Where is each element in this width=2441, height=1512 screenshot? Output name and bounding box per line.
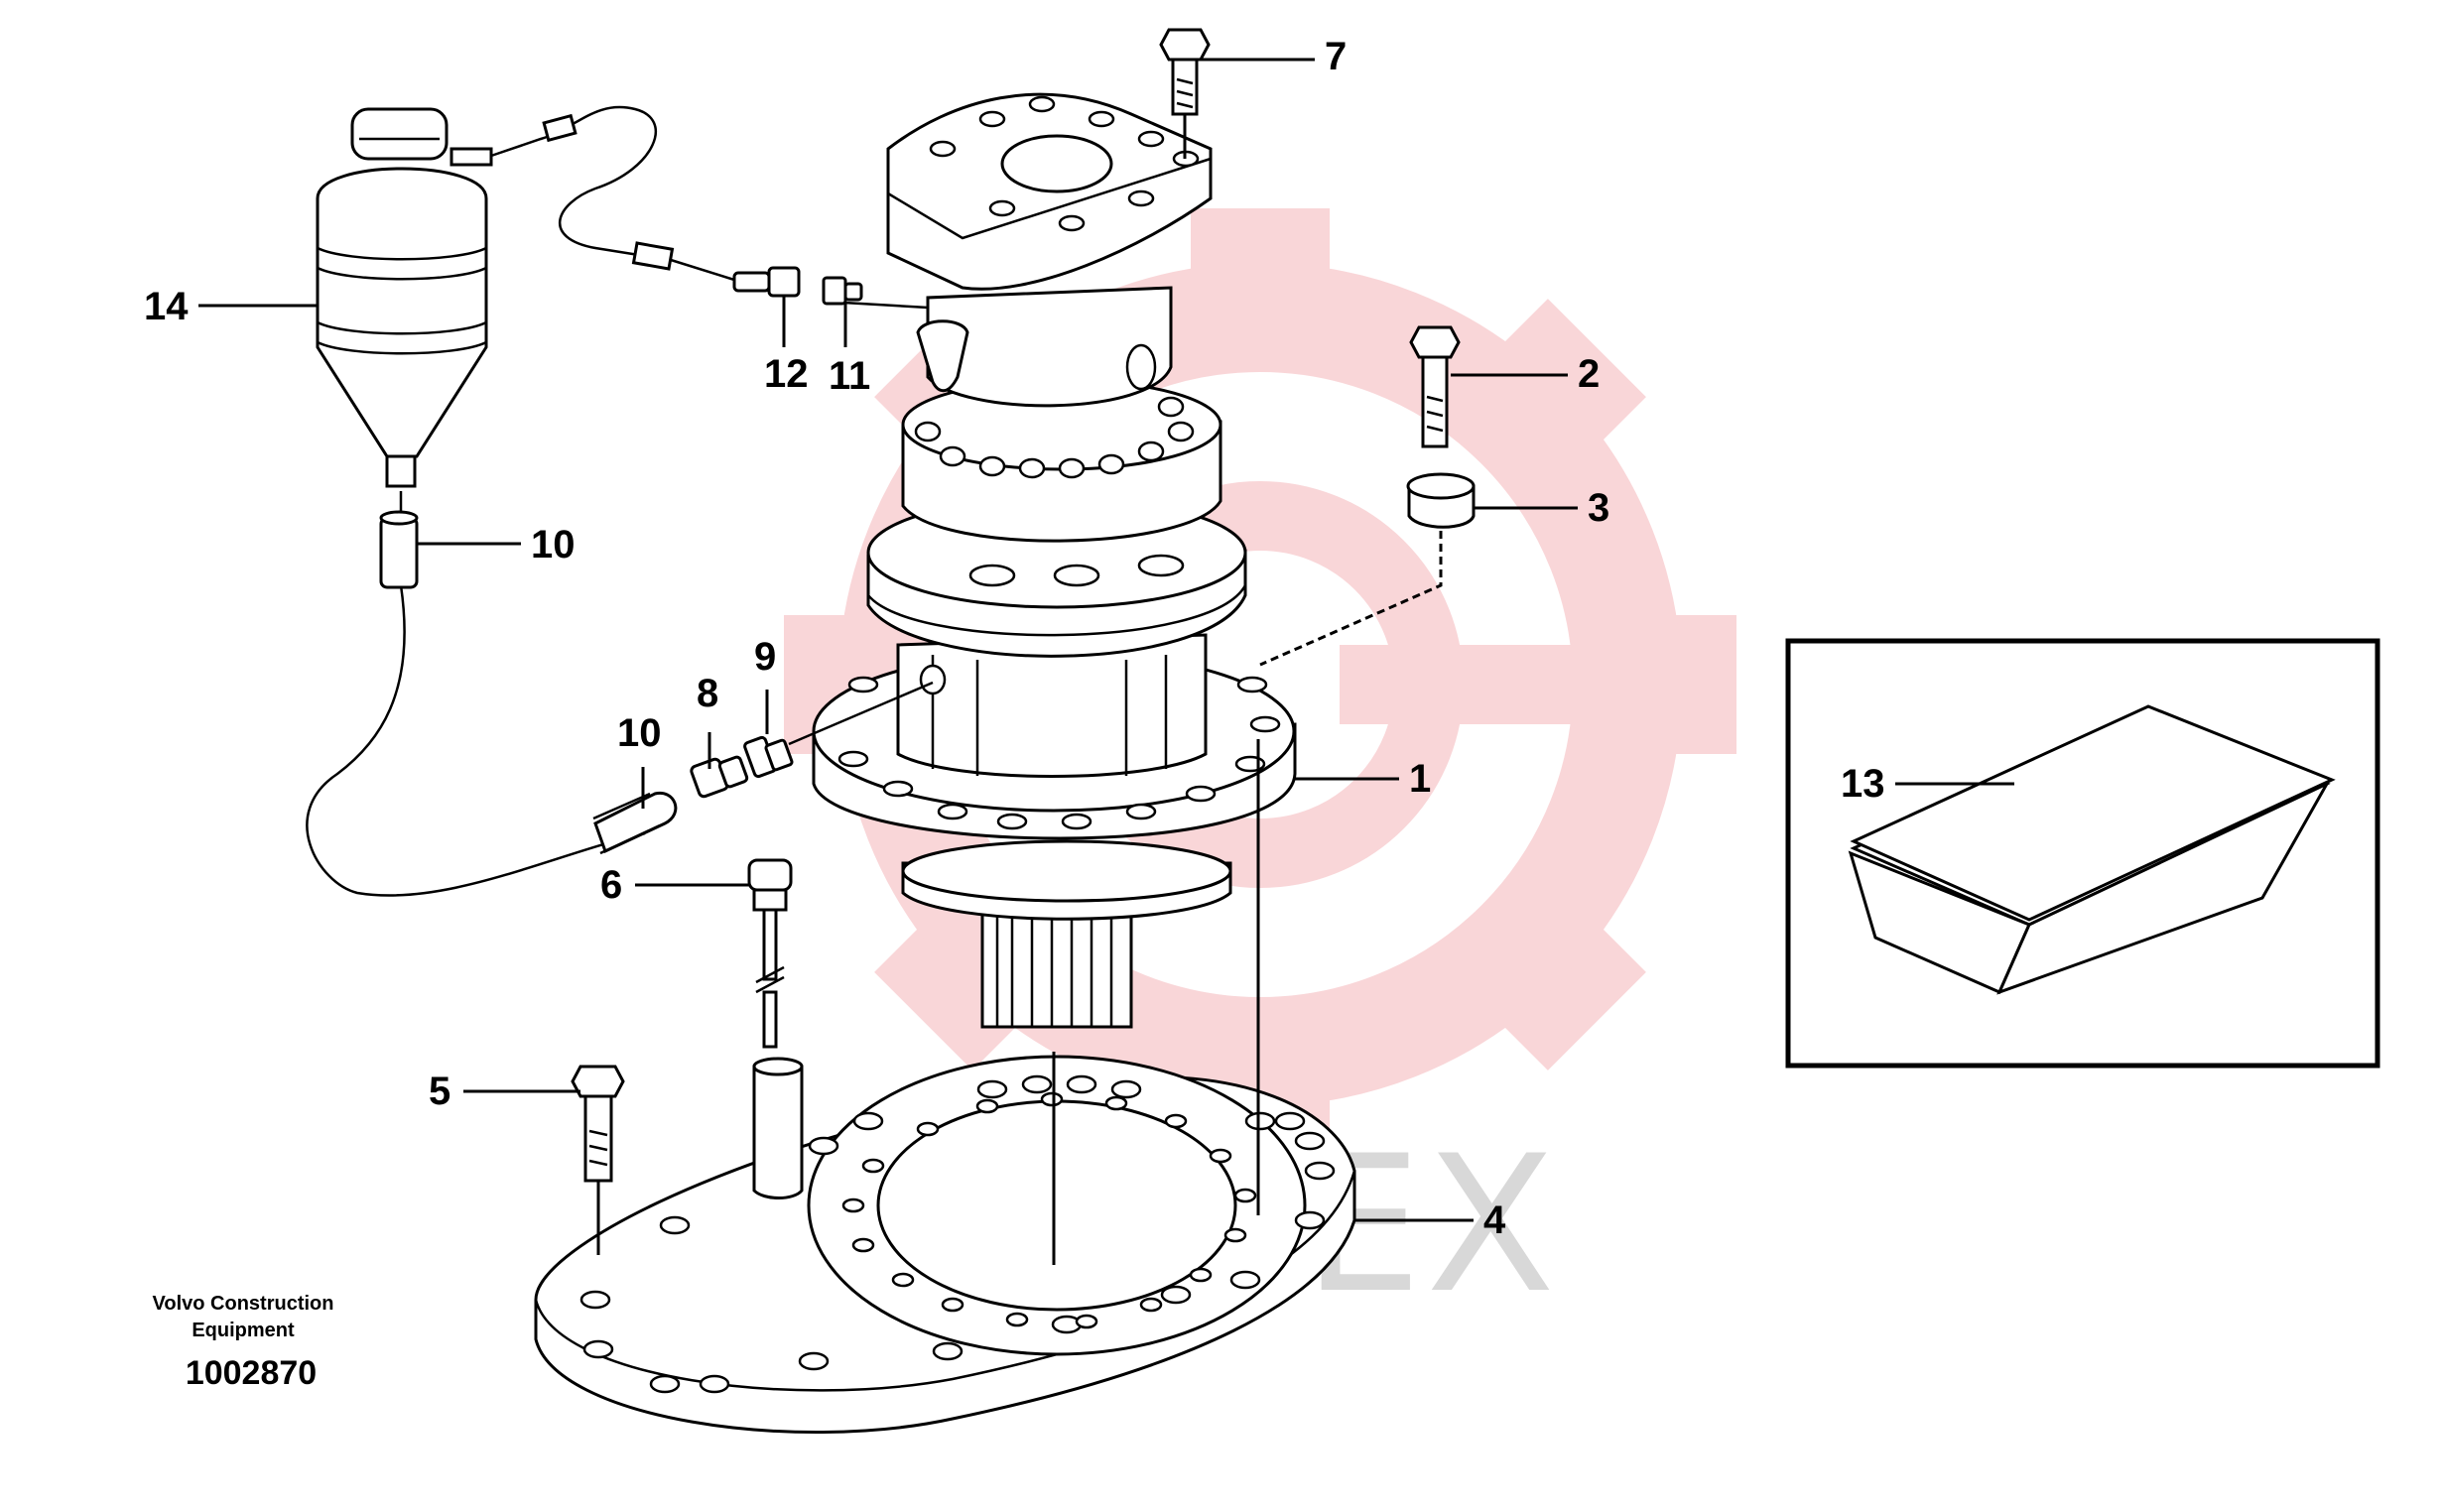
plate-bolt-holes <box>579 1074 1336 1394</box>
housing-lugs <box>968 554 1185 587</box>
hose-sleeve-10b <box>592 791 678 855</box>
ring-bolt-holes <box>841 1091 1257 1329</box>
drawing-caption: Volvo Construction Equipment 1002870 <box>153 1293 334 1392</box>
washer-3 <box>1259 472 1476 667</box>
callout-14: 14 <box>144 285 189 328</box>
bolt-7 <box>1159 28 1211 159</box>
inset-frame <box>1785 638 2380 1069</box>
callout-10-upper: 10 <box>531 523 576 567</box>
fitting-11 <box>822 276 863 347</box>
callout-5: 5 <box>429 1070 450 1113</box>
dipstick-6 <box>747 858 793 1049</box>
callout-12: 12 <box>764 352 809 396</box>
cap-screws <box>914 396 1195 479</box>
cover-plate-13 <box>1848 704 2336 995</box>
callout-1: 1 <box>1409 757 1431 801</box>
hose-lines <box>306 105 929 897</box>
fitting-9 <box>743 681 934 779</box>
reservoir-bottle-14 <box>316 107 493 488</box>
callout-10-lower: 10 <box>617 711 662 755</box>
dipstick-tube <box>752 1057 804 1199</box>
fitting-8 <box>690 755 749 799</box>
callout-9: 9 <box>754 635 776 679</box>
mounting-plate-4 <box>534 1055 1356 1435</box>
callout-3: 3 <box>1588 486 1609 530</box>
bolt-2 <box>1409 325 1461 448</box>
hose-sleeve-10a <box>379 510 419 589</box>
callout-11: 11 <box>829 354 870 398</box>
callout-2: 2 <box>1578 352 1600 396</box>
leader-lines <box>198 58 2014 1222</box>
drawing-number: 1002870 <box>186 1354 317 1392</box>
swing-gearbox-1 <box>812 92 1297 1029</box>
caption-line-2: Equipment <box>192 1320 295 1341</box>
top-flange-holes <box>929 95 1200 232</box>
callout-labels: 7 2 3 1 4 5 6 8 9 10 10 12 11 14 13 <box>144 35 1885 1242</box>
fitting-12 <box>732 266 801 347</box>
bolt-5 <box>571 1065 625 1255</box>
callout-6: 6 <box>600 863 622 907</box>
callout-13: 13 <box>1841 762 1885 806</box>
caption-line-1: Volvo Construction <box>153 1293 334 1315</box>
callout-4: 4 <box>1483 1198 1506 1242</box>
callout-7: 7 <box>1325 35 1347 78</box>
callout-8: 8 <box>697 672 718 715</box>
